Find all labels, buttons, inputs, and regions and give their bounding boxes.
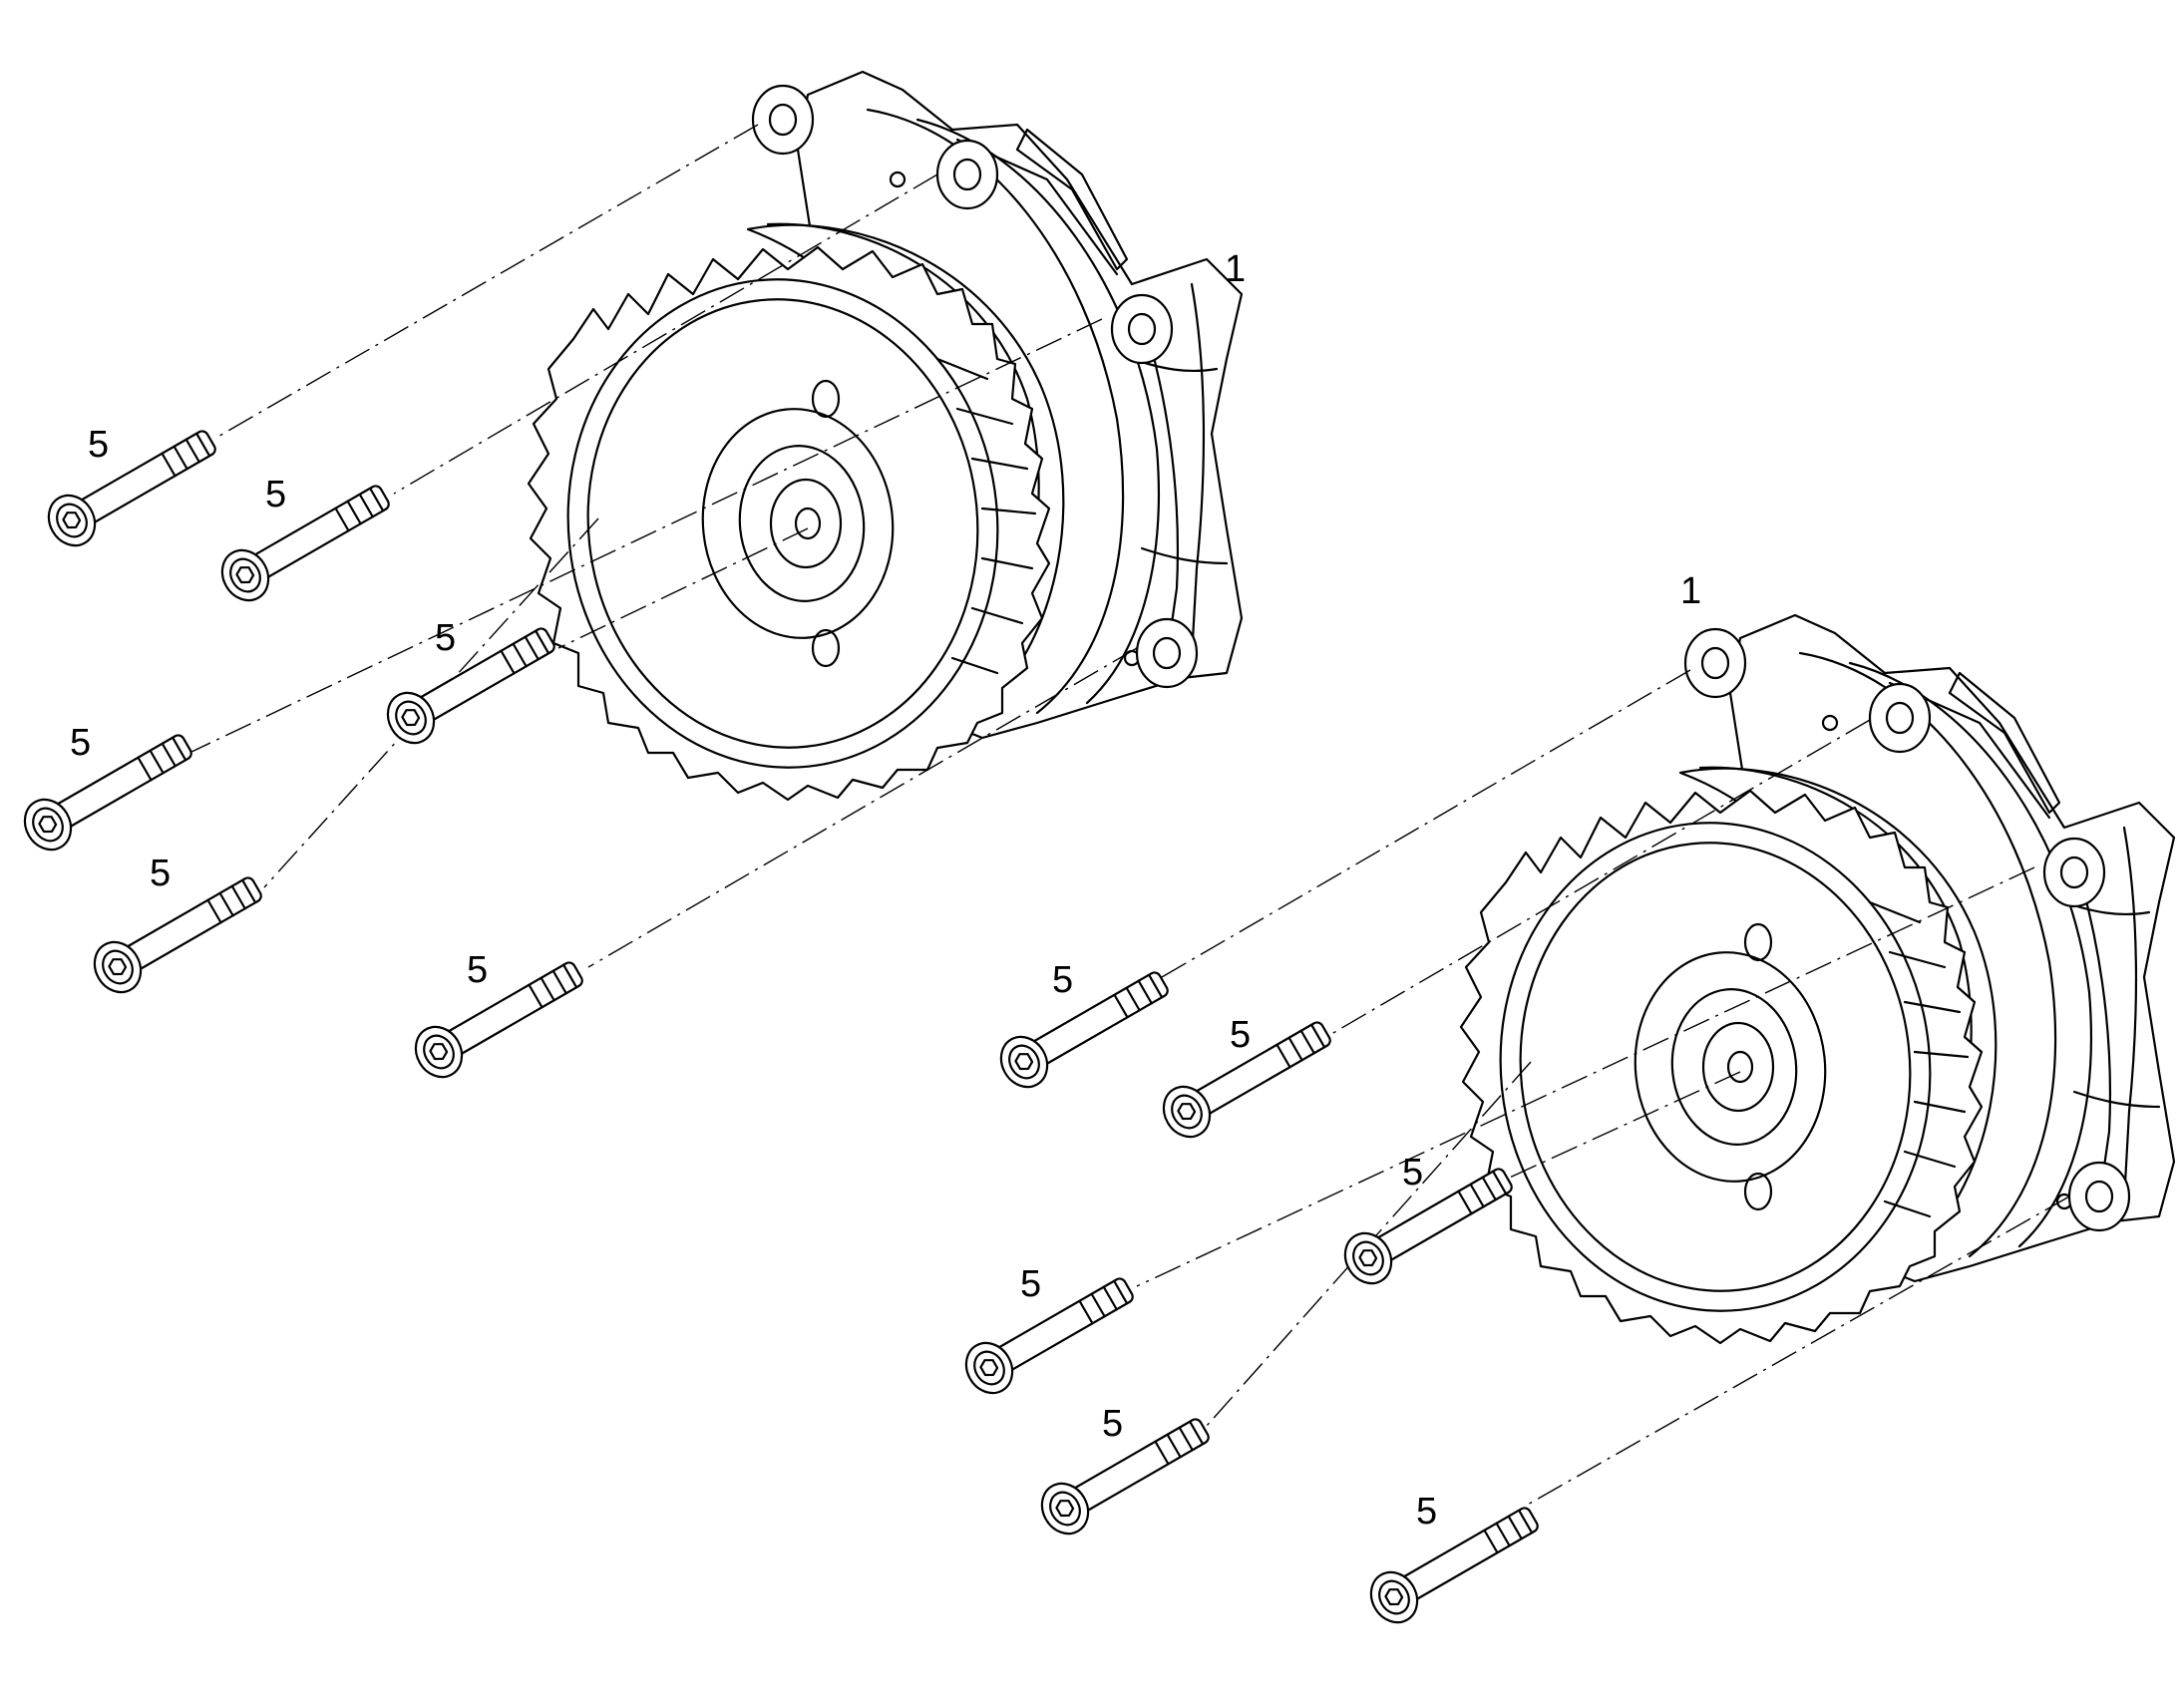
bolt-left-5 [84, 862, 271, 1002]
bolt-left-3 [377, 613, 564, 753]
callout-bolt: 5 [1402, 1152, 1423, 1194]
bolt-right-1 [990, 957, 1178, 1097]
bolt-right-6 [1360, 1493, 1548, 1632]
callout-pump-left: 1 [1225, 248, 1246, 290]
callout-bolt: 5 [88, 424, 109, 466]
bolt-left-6 [405, 947, 592, 1087]
callout-bolt: 5 [70, 722, 91, 764]
center-lines-right [1136, 669, 2070, 1507]
bolt-left-1 [38, 416, 225, 555]
callout-pump-right: 1 [1680, 570, 1701, 612]
callout-bolt: 5 [1230, 1014, 1251, 1056]
bolt-left-2 [211, 471, 399, 610]
bolt-right-4 [955, 1263, 1143, 1403]
callout-bolt: 5 [265, 474, 286, 515]
oil-pump-left [527, 70, 1244, 802]
oil-pump-right [1459, 613, 2176, 1345]
callout-bolt: 5 [1052, 959, 1073, 1001]
callout-bolt: 5 [467, 949, 488, 991]
callout-bolt: 5 [150, 853, 171, 894]
callout-bolt: 5 [1102, 1403, 1123, 1445]
bolt-right-5 [1031, 1404, 1219, 1543]
callout-bolt: 5 [1020, 1263, 1041, 1305]
bolt-left-4 [14, 720, 201, 859]
callout-bolt: 5 [435, 617, 456, 659]
callout-bolt: 5 [1416, 1491, 1437, 1533]
